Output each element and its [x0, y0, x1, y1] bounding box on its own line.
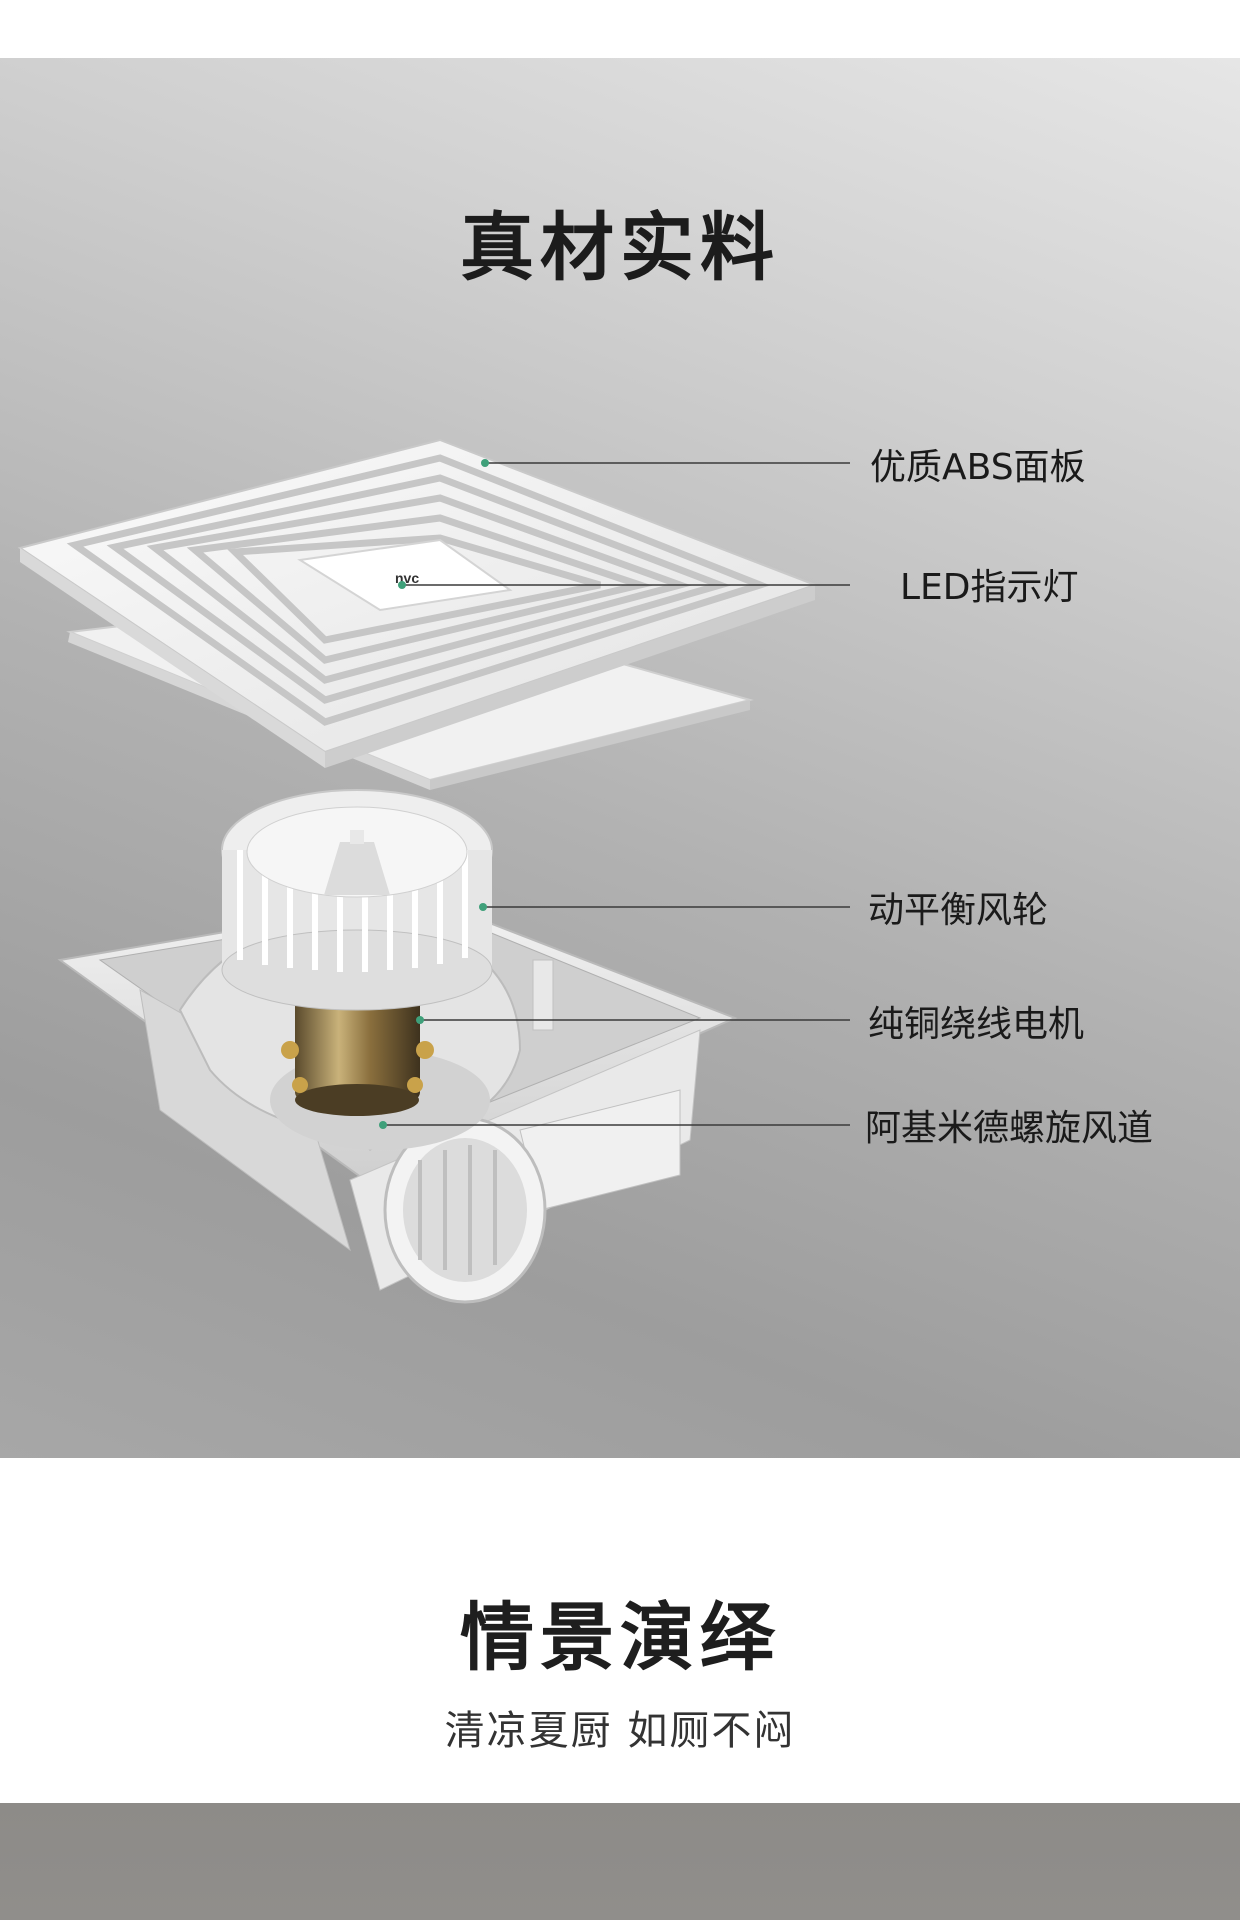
scene-section: 情景演绎 清凉夏厨 如厕不闷	[0, 1458, 1240, 1803]
abs-panel: nvc	[17, 438, 818, 768]
exhaust-fan-exploded-illustration: nvc	[17, 438, 850, 1304]
callout-led-indicator: LED指示灯	[900, 567, 1079, 608]
impeller-wheel	[221, 789, 493, 1011]
materials-section: 真材实料	[0, 58, 1240, 1458]
callout-balanced-impeller: 动平衡风轮	[868, 890, 1049, 931]
callout-copper-motor: 纯铜绕线电机	[868, 1004, 1085, 1045]
section-subtitle: 清凉夏厨 如厕不闷	[444, 1708, 796, 1754]
callout-spiral-air-duct: 阿基米德螺旋风道	[865, 1108, 1154, 1149]
callout-leaders	[379, 459, 850, 1129]
section-title: 真材实料	[460, 205, 780, 291]
callout-abs-panel: 优质ABS面板	[870, 447, 1086, 488]
top-margin	[0, 0, 1240, 58]
section-title: 情景演绎	[460, 1595, 780, 1681]
scene-image-preview	[0, 1803, 1240, 1920]
